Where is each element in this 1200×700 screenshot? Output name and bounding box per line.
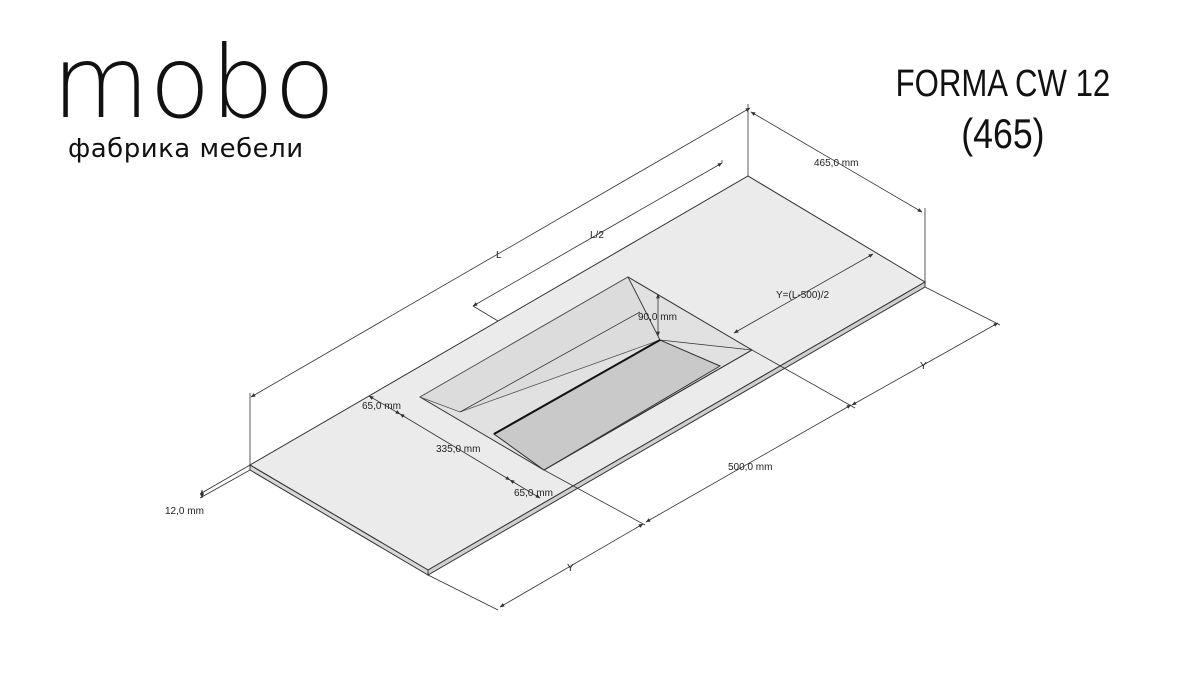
extension-line [543, 469, 646, 526]
extension-line [751, 349, 856, 409]
product-title: FORMA CW 12 [895, 63, 1111, 105]
extension-line [924, 286, 1001, 326]
label-basin-depth: 90,0 mm [638, 312, 677, 323]
label-basin-width: 335,0 mm [436, 444, 480, 455]
dim-line-front-margin [509, 479, 541, 499]
extension-line [199, 464, 251, 495]
dimension-lines [199, 104, 1001, 611]
dimension-labels: L L/2 465,0 mm Y=(L-500)/2 90,0 mm 65,0 … [165, 158, 927, 574]
label-thickness: 12,0 mm [165, 506, 204, 517]
label-back-margin: 65,0 mm [362, 401, 401, 412]
dim-line-offset-left [499, 523, 644, 608]
label-basin-length: 500,0 mm [728, 462, 772, 473]
extension-line [472, 305, 499, 322]
dim-line-basin-length [645, 404, 852, 523]
dim-line-half-length [472, 162, 723, 307]
label-front-margin: 65,0 mm [514, 488, 553, 499]
dim-line-offset-formula [733, 253, 874, 334]
extension-line [427, 574, 499, 611]
label-half-length: L/2 [590, 230, 604, 241]
dim-line-basin-width [399, 413, 511, 481]
product-size: (465) [961, 110, 1045, 157]
extension-line [199, 469, 251, 499]
dim-line-offset-right [851, 322, 999, 406]
dim-line-depth [750, 111, 923, 213]
label-depth: 465,0 mm [814, 158, 858, 169]
label-total-length: L [496, 250, 502, 261]
label-offset-right: Y [920, 361, 927, 372]
label-offset-left: Y [567, 563, 574, 574]
dim-line-back-margin [368, 395, 401, 415]
label-offset-formula: Y=(L-500)/2 [776, 290, 830, 301]
product-title-block: FORMA CW 12 (465) [872, 60, 1134, 160]
